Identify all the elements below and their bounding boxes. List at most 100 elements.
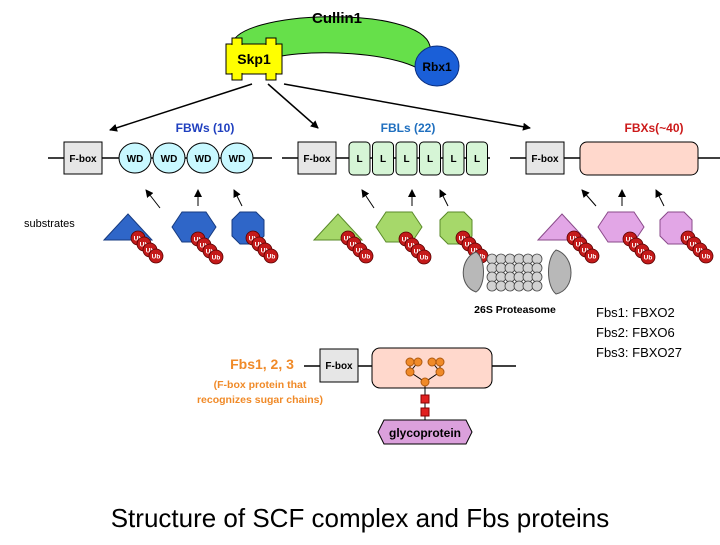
proteasome-subunit-5-4 [522, 280, 534, 292]
proteasome-subunit-5-2 [522, 262, 534, 274]
ubiquitin-label-8-3: Ub [638, 249, 647, 256]
proteasome-subunit-5-3 [522, 271, 534, 283]
lrr-label-1: L [356, 154, 362, 165]
proteasome-cap-left [462, 251, 484, 293]
rbx1-label: Rbx1 [422, 60, 452, 74]
ubiquitin-label-2-4: Ub [212, 255, 221, 262]
wd-label-4: WD [229, 154, 246, 165]
ubiquitin-label-1-3: Ub [146, 248, 155, 255]
ubiquitin-label-7-3: Ub [582, 248, 591, 255]
rbx1-shape [414, 45, 460, 87]
ubiquitin-label-3-3: Ub [261, 248, 270, 255]
ubiquitin-label-9-3: Ub [696, 248, 705, 255]
wd-label-1: WD [127, 154, 144, 165]
lrr-repeat-5 [442, 141, 465, 176]
scf-core-complex: Cullin1 Skp1 Rbx1 [225, 10, 460, 87]
ubiquitin-8-4 [640, 249, 656, 265]
proteasome-subunit-3-3 [504, 271, 516, 283]
proteasome-subunit-2-2 [495, 262, 507, 274]
proteasome-subunit-4-3 [513, 271, 525, 283]
substrates-label: substrates [24, 218, 75, 230]
proteasome-26s: 26S Proteasome [462, 249, 572, 316]
fbx-substrate-domain [579, 141, 699, 176]
ubiquitin-label-8-4: Ub [644, 255, 653, 262]
ubiquitin-label-3-4: Ub [267, 254, 276, 261]
proteasome-subunit-4-4 [513, 280, 525, 292]
proteasome-subunit-3-4 [504, 280, 516, 292]
ubiquitin-label-9-2: Ub [690, 242, 699, 249]
proteasome-subunit-4-2 [513, 262, 525, 274]
ubiquitin-chains: UbUbUbUbUbUbUbUbUbUbUbUbUbUbUbUbUbUbUbUb… [130, 230, 714, 265]
proteasome-subunit-6-4 [531, 280, 543, 292]
ubiquitin-2-4 [208, 249, 224, 265]
family-arrows [109, 83, 531, 132]
fbx-protein: F-box [510, 141, 720, 176]
skp1-shape [225, 37, 283, 81]
wd-label-3: WD [195, 154, 212, 165]
wd-repeat-2 [152, 142, 186, 174]
wd-label-2: WD [161, 154, 178, 165]
ubiquitin-label-7-4: Ub [588, 254, 597, 261]
lrr-repeat-1 [348, 141, 371, 176]
lrr-repeat-2 [372, 141, 394, 176]
proteasome-subunit-2-3 [495, 271, 507, 283]
ubiquitin-label-5-2: Ub [408, 243, 417, 250]
sugar-chain [405, 357, 445, 424]
glycoprotein-shape [377, 419, 473, 445]
ubiquitin-5-4 [416, 249, 432, 265]
lrr-label-4: L [427, 154, 433, 165]
wd-repeat-4 [220, 142, 254, 174]
cullin1-shape [231, 16, 431, 81]
fbs-note-line1: (F-box protein that [214, 379, 307, 391]
ubiquitin-label-1-2: Ub [140, 242, 149, 249]
fbs-list-item-2: Fbs2: FBXO6 [596, 325, 675, 340]
ubiquitin-label-8-1: Ub [626, 237, 635, 244]
fbw-fbox-label: F-box [69, 154, 97, 165]
proteasome-subunit-6-1 [531, 253, 543, 265]
fbws-family-label: FBWs (10) [176, 121, 235, 135]
wd-repeat-1 [118, 142, 152, 174]
ubiquitin-label-5-4: Ub [420, 255, 429, 262]
wd-repeat-3 [186, 142, 220, 174]
proteasome-subunit-1-2 [486, 262, 498, 274]
ubiquitin-label-9-1: Ub [684, 236, 693, 243]
ubiquitin-label-4-1: Ub [344, 236, 353, 243]
fbls-family-label: FBLs (22) [381, 121, 436, 135]
arrow-to-fbxs [283, 83, 531, 131]
fbs-fbox-label: F-box [325, 361, 353, 372]
fbs-note-line2: recognizes sugar chains) [197, 394, 323, 406]
lrr-label-5: L [450, 154, 456, 165]
fbl-fbox-domain [297, 141, 337, 175]
ubiquitin-4-4 [358, 248, 374, 264]
fbx-substrates [536, 211, 693, 245]
lrr-repeat-4 [419, 141, 441, 176]
lrr-repeat-6 [466, 141, 488, 176]
ubiquitin-label-5-1: Ub [402, 237, 411, 244]
ubiquitin-label-2-3: Ub [206, 249, 215, 256]
glycoprotein-label: glycoprotein [389, 426, 461, 440]
fbw-fbox-domain [63, 141, 103, 175]
proteasome-subunit-1-4 [486, 280, 498, 292]
fbw-substrates [102, 211, 265, 245]
proteasome-core [486, 253, 543, 292]
fbw-substrate-hexagon [171, 211, 217, 243]
fbs-protein: Fbs1, 2, 3 (F-box protein that recognize… [197, 347, 516, 445]
proteasome-cap-right [548, 249, 572, 295]
ubiquitin-label-9-4: Ub [702, 254, 711, 261]
fbx-fbox-domain [525, 141, 565, 175]
ubiquitin-3-4 [263, 248, 279, 264]
proteasome-subunit-2-1 [495, 253, 507, 265]
ubiquitin-label-7-2: Ub [576, 242, 585, 249]
ubiquitin-7-4 [584, 248, 600, 264]
proteasome-subunit-5-1 [522, 253, 534, 265]
ubiquitin-label-1-4: Ub [152, 254, 161, 261]
fbs-fbox-domain [319, 348, 359, 383]
fbs-title: Fbs1, 2, 3 [230, 356, 294, 372]
proteasome-subunit-3-1 [504, 253, 516, 265]
ubiquitin-1-4 [148, 248, 164, 264]
substrate-arrows [145, 189, 665, 209]
